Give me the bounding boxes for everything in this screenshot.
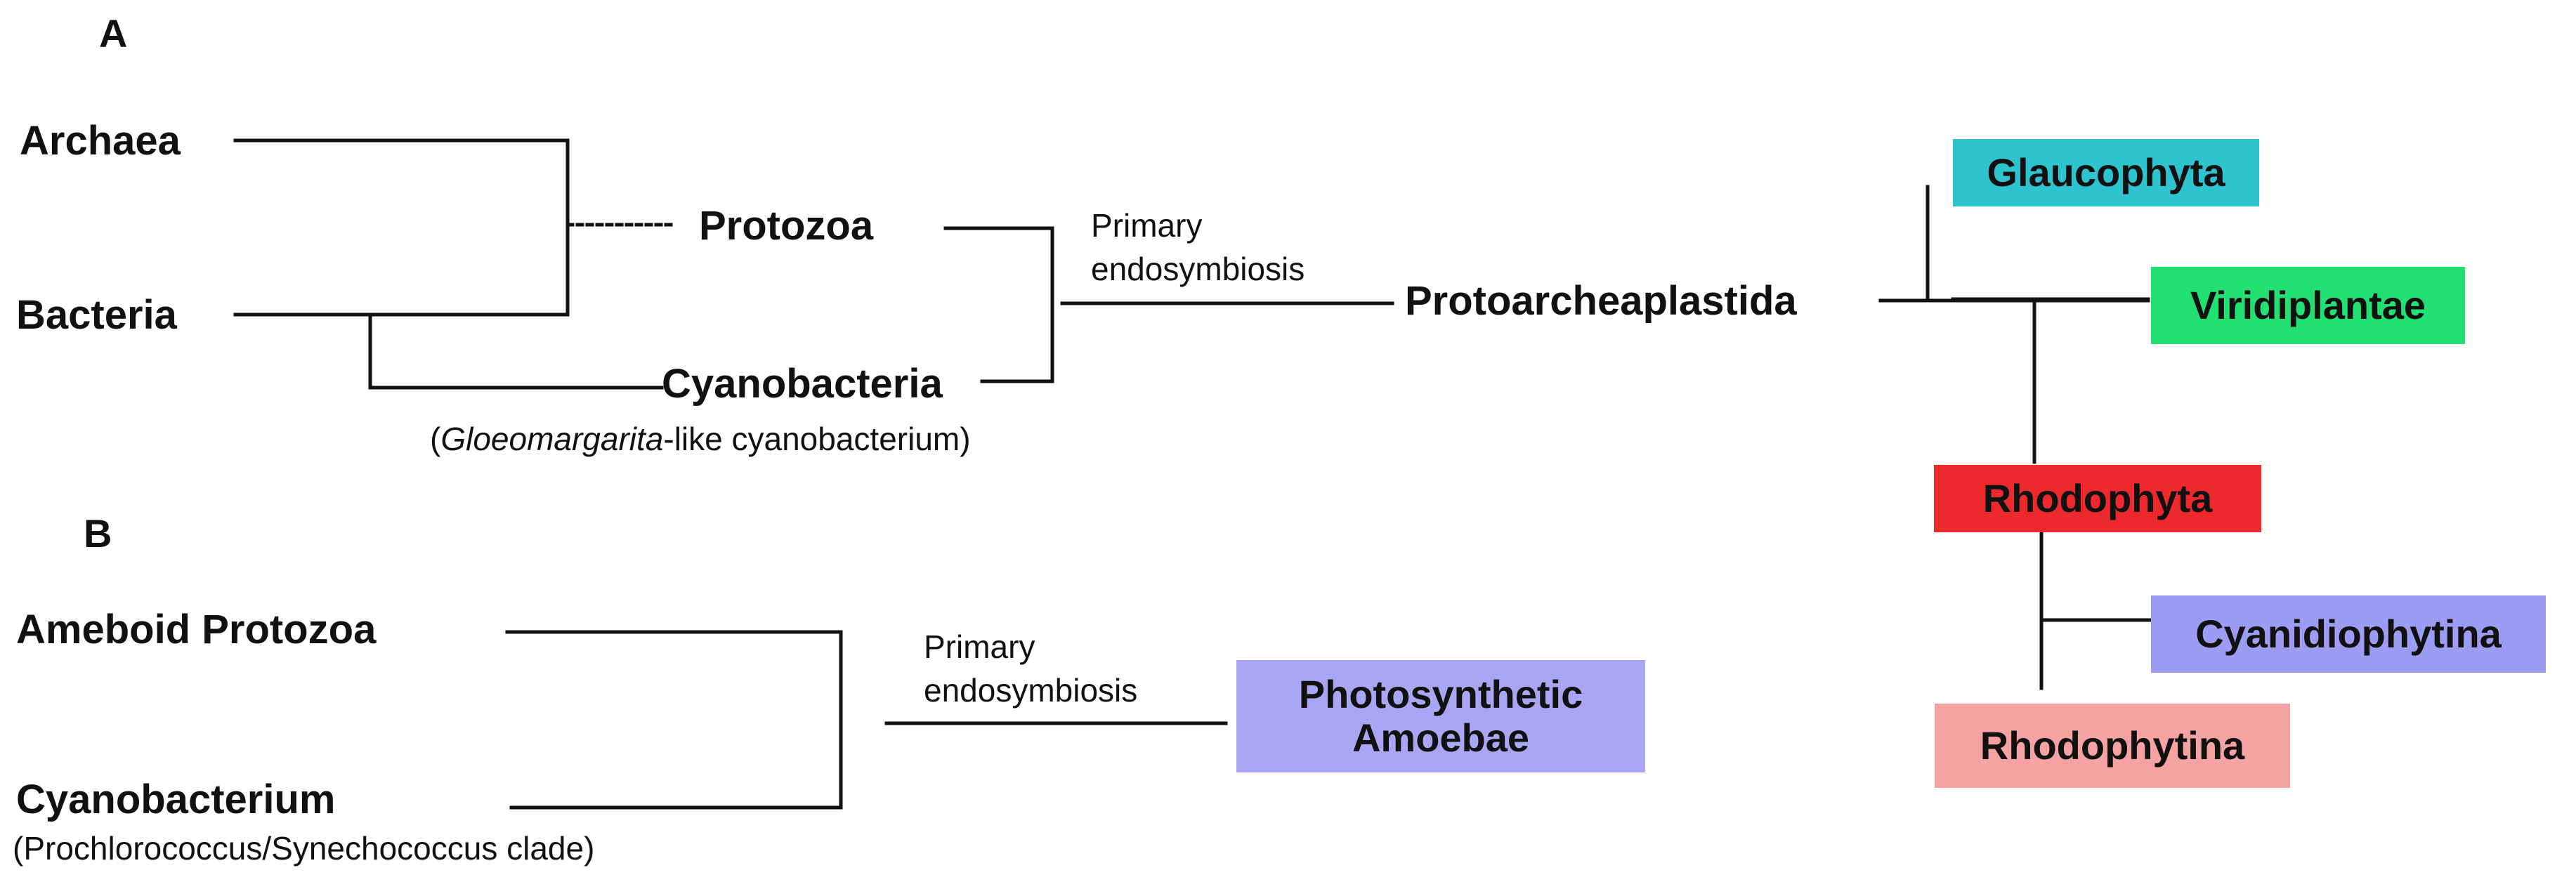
glaucophyta-box: Glaucophyta	[1953, 139, 2259, 206]
cyanobacteria-note-rest: -like cyanobacterium)	[663, 421, 971, 457]
event-b-line2: endosymbiosis	[924, 672, 1138, 709]
archaea-label: Archaea	[20, 118, 181, 164]
cyanobacterium-label: Cyanobacterium	[16, 777, 336, 822]
rhodophytina-box: Rhodophytina	[1935, 704, 2290, 788]
protozoa-cyanobacteria-bracket	[943, 226, 1054, 383]
archaea-bacteria-bracket	[233, 138, 570, 317]
event-a-line2: endosymbiosis	[1091, 251, 1305, 287]
panel-b-label: B	[84, 511, 112, 555]
bacteria-label: Bacteria	[16, 292, 177, 338]
bacteria-cyanobacteria-branch	[368, 312, 664, 390]
photosynthetic-amoebae-line1: Photosynthetic	[1298, 672, 1583, 717]
protoarcheaplastida-label: Protoarcheaplastida	[1405, 278, 1797, 324]
photosynthetic-amoebae-box: Photosynthetic Amoebae	[1236, 660, 1645, 772]
cyanobacterium-note: (Prochlorococcus/Synechococcus clade)	[13, 830, 595, 867]
photosynthetic-amoebae-line2: Amoebae	[1352, 716, 1530, 760]
viridiplantae-box: Viridiplantae	[2151, 267, 2465, 344]
event-a-line1: Primary	[1091, 207, 1203, 244]
event-b-line1: Primary	[924, 628, 1035, 665]
ameboid-protozoa-label: Ameboid Protozoa	[16, 607, 377, 652]
protozoa-label: Protozoa	[699, 203, 874, 249]
cyanobacteria-label: Cyanobacteria	[662, 361, 943, 407]
cyanobacteria-note: (Gloeomargarita-like cyanobacterium)	[430, 423, 971, 455]
cyanidiophytina-box: Cyanidiophytina	[2151, 595, 2546, 673]
cyanobacteria-note-genus: Gloeomargarita	[440, 421, 664, 457]
cyanobacteria-note-open: (	[430, 421, 441, 457]
panel-a-label: A	[99, 11, 128, 55]
ameboid-cyanobacterium-bracket	[505, 630, 843, 810]
rhodophyta-box: Rhodophyta	[1934, 465, 2261, 532]
